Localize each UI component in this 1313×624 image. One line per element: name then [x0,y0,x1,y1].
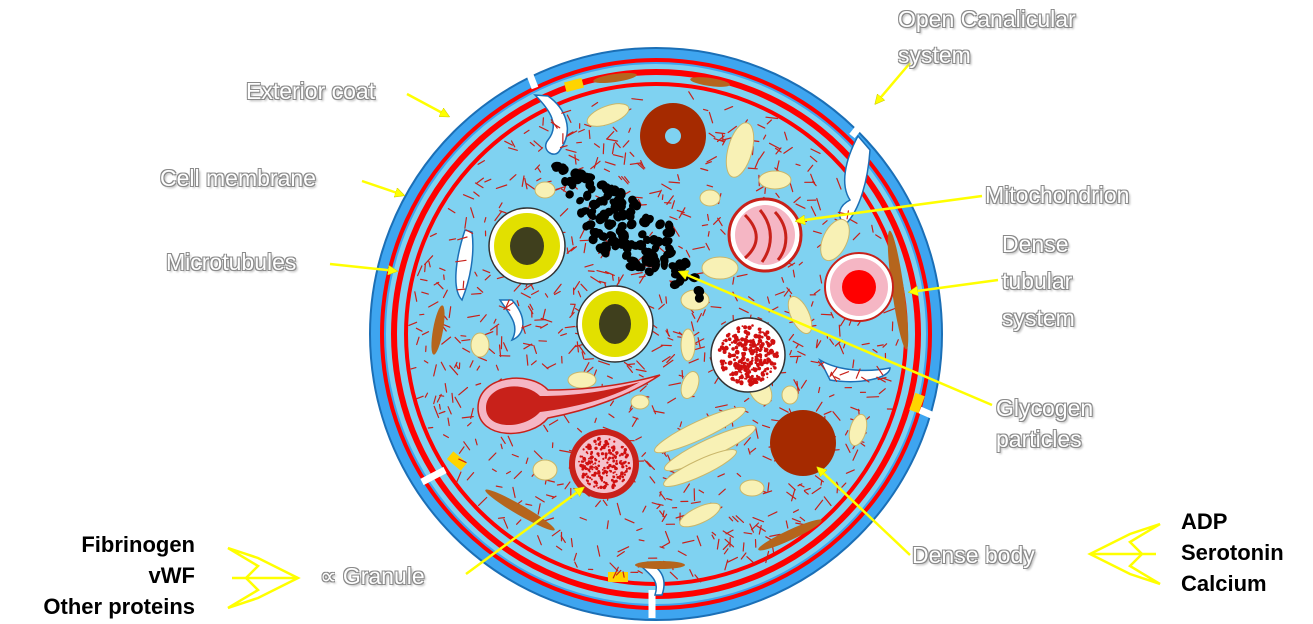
exterior-coat-arrow [407,94,448,116]
dense-body [770,410,836,476]
alpha-symbol: ∝ [320,563,336,589]
speckled-granule [711,318,785,392]
granule-text: Granule [343,563,425,589]
dense-body-ring [640,103,706,169]
mitochondrion [729,199,801,271]
dense-content-adp: ADP [1181,508,1227,535]
alpha-granule-yellow-2 [577,286,653,362]
alpha-contents-chevrons [228,548,298,608]
label-open-canalicular-1: Open Canalicular [898,4,1076,35]
label-exterior-coat: Exterior coat [246,76,375,107]
cell-membrane-arrow [362,181,403,195]
alpha-granule-yellow-1 [489,208,565,284]
label-mitochondrion: Mitochondrion [985,180,1129,211]
label-microtubules: Microtubules [166,247,296,278]
alpha-content-vwf: vWF [149,562,195,589]
label-dense-tubular-3: system [1002,303,1075,334]
label-dense-tubular-2: tubular [1002,266,1072,297]
label-cell-membrane: Cell membrane [160,163,316,194]
dense-content-calcium: Calcium [1181,570,1267,597]
label-alpha-granule: ∝ Granule [320,561,425,592]
label-dense-body: Dense body [912,540,1035,571]
alpha-content-other-proteins: Other proteins [43,593,195,620]
alpha-content-fibrinogen: Fibrinogen [81,531,195,558]
dense-contents-chevrons [1090,524,1160,584]
label-dense-tubular-1: Dense [1002,229,1068,260]
label-glycogen-1: Glycogen [996,393,1093,424]
alpha-granule-pink [569,429,639,499]
dense-content-serotonin: Serotonin [1181,539,1284,566]
red-granule [825,253,893,321]
label-glycogen-2: particles [996,424,1082,455]
label-open-canalicular-2: system [898,40,971,71]
